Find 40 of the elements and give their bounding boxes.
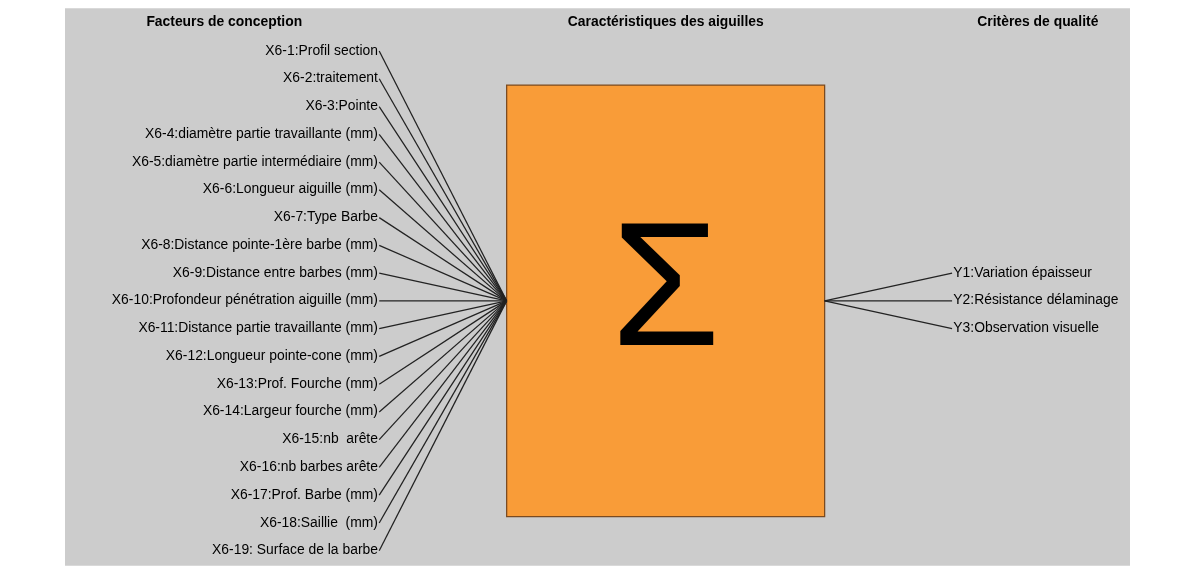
node-text: X6-2:traitement	[282, 69, 378, 86]
connector	[378, 300, 507, 330]
node-text: Y3:Observation visuelle	[952, 319, 1099, 336]
node-text: X6-12:Longueur pointe-cone (mm)	[165, 346, 378, 363]
node-text: Y1:Variation épaisseur	[952, 263, 1092, 280]
node-text: X6-7:Type Barbe	[273, 208, 378, 225]
connector	[378, 300, 507, 441]
connector	[378, 216, 507, 302]
node-text: X6-9:Distance entre barbes (mm)	[172, 263, 378, 280]
connector	[378, 300, 507, 302]
node-text: X6-8:Distance pointe-1ère barbe (mm)	[140, 235, 378, 252]
connector	[378, 300, 507, 413]
node-text: X6-6:Longueur aiguille (mm)	[202, 180, 378, 197]
connector	[378, 161, 507, 302]
connector	[823, 300, 953, 330]
node-box: Σ	[505, 84, 825, 518]
connector	[378, 244, 507, 302]
label: Caractéristiques des aiguilles	[567, 12, 764, 29]
connector	[378, 272, 507, 302]
connector	[823, 272, 953, 302]
node-text: X6-11:Distance partie travaillante (mm)	[137, 319, 378, 336]
node-text: X6-14:Largeur fourche (mm)	[202, 402, 378, 419]
label: Facteurs de conception	[145, 12, 302, 29]
node-text: X6-13:Prof. Fourche (mm)	[216, 374, 378, 391]
node-text: X6-16:nb barbes arête	[239, 457, 378, 474]
node-text: X6-19: Surface de la barbe	[211, 541, 378, 558]
node-text: X6-15:nb arête	[281, 430, 378, 447]
connector	[378, 300, 507, 385]
connector	[823, 300, 953, 302]
node-text: X6-18:Saillie (mm)	[259, 513, 378, 530]
connector	[378, 300, 507, 358]
node-text: X6-17:Prof. Barbe (mm)	[230, 485, 378, 502]
node-text: X6-10:Profondeur pénétration aiguille (mm)	[111, 291, 378, 308]
node-text: X6-5:diamètre partie intermédiaire (mm)	[131, 152, 378, 169]
node-text: X6-1:Profil section	[264, 41, 378, 58]
connector	[378, 189, 507, 302]
node-text: X6-3:Pointe	[304, 97, 378, 114]
node-text: Y2:Résistance délaminage	[952, 291, 1118, 308]
node-text: X6-4:diamètre partie travaillante (mm)	[144, 124, 378, 141]
label: Critères de qualité	[976, 12, 1098, 29]
